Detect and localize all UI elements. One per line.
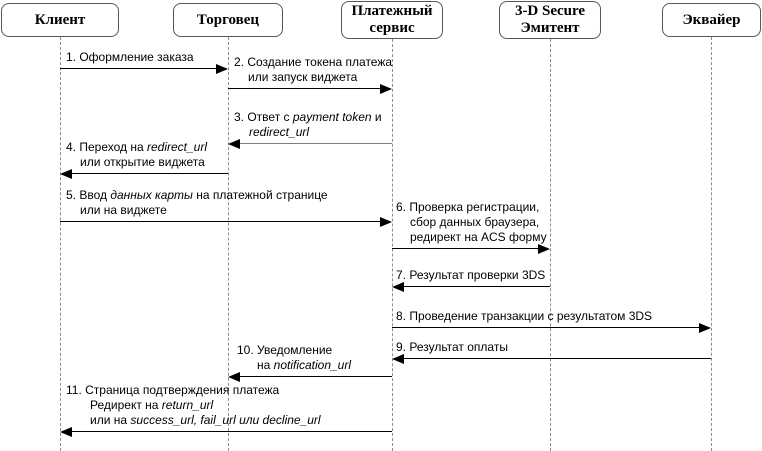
arrowhead-1	[216, 64, 228, 74]
message-label-9: 9. Результат оплаты	[396, 340, 508, 355]
message-label-line: 3. Ответ с payment token и	[234, 110, 382, 125]
arrowhead-3	[228, 139, 240, 149]
arrowhead-5	[380, 217, 392, 227]
message-line-9	[402, 358, 711, 359]
message-label-line: Редирект на return_url	[66, 398, 321, 413]
message-text-segment: на платежной странице	[192, 188, 328, 202]
message-label-line: 2. Создание токена платежа	[234, 55, 392, 70]
lifeline-client	[60, 37, 61, 451]
message-text-segment: 9. Результат оплаты	[396, 340, 508, 354]
message-text-segment: 10. Уведомление	[237, 343, 333, 357]
arrowhead-6	[538, 244, 550, 254]
arrowhead-7	[392, 282, 404, 292]
message-label-line: редирект на ACS форму	[396, 230, 547, 245]
message-label-line: 5. Ввод данных карты на платежной страни…	[66, 188, 328, 203]
message-text-segment: success_url, fail_url или decline_url	[130, 413, 321, 427]
message-line-10	[238, 376, 392, 377]
message-text-segment: redirect_url	[146, 140, 208, 154]
message-text-segment: 2. Создание токена платежа	[234, 55, 393, 69]
message-text-segment: и	[371, 110, 382, 124]
message-label-8: 8. Проведение транзакции с результатом 3…	[396, 309, 652, 324]
actor-label: Торговец	[196, 11, 260, 28]
arrowhead-10	[228, 372, 240, 382]
message-text-segment: return_url	[161, 398, 214, 412]
message-text-segment: на	[257, 358, 274, 372]
lifeline-3d-secure-issuer	[550, 39, 551, 451]
message-line-5	[60, 221, 382, 222]
actor-box-client: Клиент	[1, 3, 119, 37]
message-text-segment: редирект на ACS форму	[410, 230, 547, 244]
message-label-line: 4. Переход на redirect_url	[66, 140, 207, 155]
message-line-11	[70, 431, 392, 432]
message-line-2	[228, 88, 382, 89]
message-text-segment: 1. Оформление заказа	[66, 50, 194, 64]
message-label-line: или на виджете	[66, 203, 328, 218]
message-line-4	[70, 173, 228, 174]
message-text-segment: 7. Результат проверки 3DS	[396, 268, 546, 282]
arrowhead-4	[60, 169, 72, 179]
message-text-segment: payment token	[292, 110, 372, 124]
lifeline-payment-service	[392, 39, 393, 451]
message-label-7: 7. Результат проверки 3DS	[396, 268, 545, 283]
actor-label: Эмитент	[520, 20, 580, 36]
message-text-segment: или на виджете	[80, 203, 167, 217]
message-label-line: сбор данных браузера,	[396, 215, 547, 230]
arrowhead-9	[392, 354, 404, 364]
message-label-line: 8. Проведение транзакции с результатом 3…	[396, 309, 652, 324]
message-label-line: или на success_url, fail_url или decline…	[66, 413, 321, 428]
message-line-6	[392, 248, 540, 249]
message-text-segment: данных карты	[110, 188, 193, 202]
message-label-line: 11. Страница подтверждения платежа	[66, 383, 321, 398]
message-text-segment: 5. Ввод	[66, 188, 111, 202]
arrowhead-2	[380, 84, 392, 94]
message-label-line: 10. Уведомление	[237, 343, 351, 358]
message-label-line: 1. Оформление заказа	[66, 50, 194, 65]
actor-label: сервис	[369, 20, 415, 36]
message-label-1: 1. Оформление заказа	[66, 50, 194, 65]
message-text-segment: 8. Проведение транзакции с результатом 3…	[396, 309, 653, 323]
message-line-3	[238, 143, 392, 144]
message-text-segment: notification_url	[273, 358, 352, 372]
message-label-5: 5. Ввод данных карты на платежной страни…	[66, 188, 328, 218]
message-label-6: 6. Проверка регистрации,сбор данных брау…	[396, 200, 547, 245]
message-label-line: 6. Проверка регистрации,	[396, 200, 547, 215]
message-line-8	[392, 327, 701, 328]
arrowhead-11	[60, 427, 72, 437]
actor-box-acquirer: Эквайер	[662, 3, 761, 37]
message-text-segment: 6. Проверка регистрации,	[396, 200, 540, 214]
message-line-1	[60, 68, 218, 69]
lifeline-merchant	[228, 37, 229, 451]
message-text-segment: Редирект на	[90, 398, 162, 412]
actor-box-merchant: Торговец	[173, 3, 283, 37]
arrowhead-8	[699, 323, 711, 333]
lifeline-acquirer	[711, 37, 712, 451]
message-text-segment: или открытие виджета	[80, 155, 205, 169]
actor-label: Эквайер	[682, 11, 741, 28]
message-label-line: 7. Результат проверки 3DS	[396, 268, 545, 283]
message-text-segment: 3. Ответ с	[234, 110, 293, 124]
message-text-segment: 11. Страница подтверждения платежа	[66, 383, 280, 397]
message-line-7	[402, 286, 550, 287]
message-label-line: 9. Результат оплаты	[396, 340, 508, 355]
message-text-segment: redirect_url	[249, 125, 310, 139]
message-text-segment: сбор данных браузера,	[410, 215, 540, 229]
message-text-segment: или запуск виджета	[248, 70, 358, 84]
message-text-segment: 4. Переход на	[66, 140, 147, 154]
actor-label: Клиент	[34, 11, 86, 28]
message-text-segment: или на	[90, 413, 131, 427]
message-label-line: redirect_url	[234, 125, 382, 140]
message-label-line: или открытие виджета	[66, 155, 207, 170]
message-label-line: или запуск виджета	[234, 70, 392, 85]
actor-label: Платежный	[351, 3, 433, 19]
message-label-line: на notification_url	[237, 358, 351, 373]
actor-label: 3-D Secure	[514, 3, 586, 19]
